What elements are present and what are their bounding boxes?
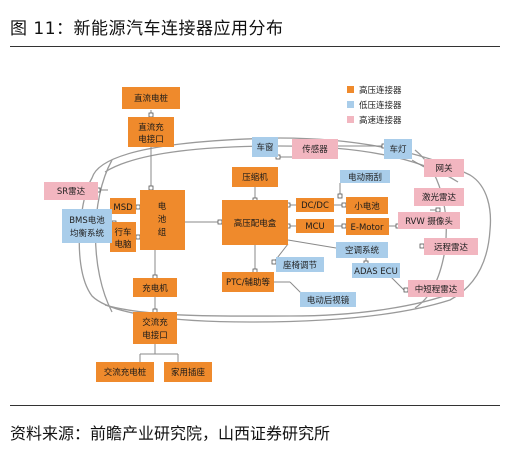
block-battery-label-3: 组 [158, 227, 167, 238]
source-note: 资料来源：前瞻产业研究院，山西证券研究所 [10, 424, 331, 443]
block-dcdc: DC/DC [296, 198, 334, 212]
block-emotor: E-Motor [346, 218, 389, 235]
block-sr-radar: SR雷达 [44, 182, 98, 200]
block-lidar: 激光雷达 [414, 188, 464, 206]
block-msd-label: MSD [113, 203, 133, 213]
block-bms-label-2: 均衡系统 [70, 228, 105, 239]
block-ac-pile: 交流充电桩 [96, 362, 154, 382]
block-far-radar-label: 远程雷达 [434, 242, 469, 253]
block-mid-radar: 中短程雷达 [408, 280, 464, 297]
block-home-socket: 家用插座 [164, 362, 212, 382]
block-gateway-label: 网关 [435, 163, 453, 174]
block-sr-radar-label: SR雷达 [57, 186, 86, 197]
block-ebrake-label: 电动雨刮 [348, 172, 382, 183]
block-drive-computer: 行车 电脑 [110, 222, 136, 252]
block-rvw-camera-label: RVW 摄像头 [405, 216, 453, 227]
block-hv-pdu: 高压配电盒 [222, 200, 288, 245]
block-ac-port-label-1: 交流充 [142, 317, 168, 328]
block-charger-label: 充电机 [142, 283, 168, 294]
connector-diagram: 高压连接器 低压连接器 高速连接器 直流电桩 直流充 电接口 MSD 行车 电脑… [44, 85, 492, 382]
block-seat: 座椅调节 [276, 257, 324, 272]
block-bms-label-1: BMS电池 [69, 215, 105, 226]
block-adas: ADAS ECU [352, 263, 400, 278]
block-ptc-label: PTC/辅助等 [226, 277, 271, 288]
block-rvw-camera: RVW 摄像头 [398, 212, 460, 229]
block-ptc: PTC/辅助等 [222, 272, 274, 292]
block-dc-pile: 直流电桩 [122, 87, 180, 109]
legend-label-low: 低压连接器 [359, 100, 402, 111]
block-battery-pack: 电 池 组 [140, 190, 185, 250]
block-lamp-label: 车灯 [389, 144, 407, 155]
block-mirror-label: 电动后视镜 [307, 295, 350, 306]
block-mcu-label: MCU [305, 222, 325, 232]
block-compressor: 压缩机 [232, 167, 278, 187]
block-dc-port-label-1: 直流充 [138, 122, 164, 133]
block-far-radar: 远程雷达 [424, 238, 478, 255]
block-drive-label-2: 电脑 [114, 239, 132, 250]
block-window: 车窗 [252, 137, 278, 157]
legend: 高压连接器 低压连接器 高速连接器 [347, 85, 402, 126]
block-dc-port: 直流充 电接口 [128, 117, 174, 147]
block-small-battery-label: 小电池 [354, 201, 380, 212]
legend-label-speed: 高速连接器 [359, 115, 402, 126]
block-hv-pdu-label: 高压配电盒 [234, 218, 277, 229]
block-mirror: 电动后视镜 [300, 292, 356, 307]
block-ac-pile-label: 交流充电桩 [104, 367, 147, 378]
block-battery-label-2: 池 [158, 214, 167, 225]
block-dcdc-label: DC/DC [301, 201, 329, 211]
block-ac-port-label-2: 电接口 [142, 330, 168, 341]
block-battery-label-1: 电 [158, 201, 167, 212]
block-ac-port: 交流充 电接口 [133, 312, 177, 344]
block-charger: 充电机 [133, 278, 177, 297]
legend-swatch-high [347, 86, 354, 93]
block-compressor-label: 压缩机 [242, 172, 268, 183]
block-small-battery: 小电池 [346, 197, 388, 214]
block-mid-radar-label: 中短程雷达 [415, 284, 458, 295]
footer-rule [10, 405, 500, 406]
block-msd: MSD [110, 198, 136, 214]
block-home-socket-label: 家用插座 [171, 367, 206, 378]
block-window-label: 车窗 [256, 142, 273, 153]
block-ebrake: 电动雨刮 [340, 170, 390, 183]
block-ac-system-label: 空调系统 [345, 245, 380, 256]
block-dc-port-label-2: 电接口 [138, 134, 164, 145]
block-mcu: MCU [296, 219, 334, 233]
block-sensor-label: 传感器 [302, 144, 328, 155]
block-adas-label: ADAS ECU [354, 267, 398, 277]
legend-swatch-speed [347, 116, 354, 123]
block-lamp: 车灯 [384, 139, 412, 159]
block-sensor: 传感器 [292, 139, 338, 159]
block-dc-pile-label: 直流电桩 [134, 93, 169, 104]
block-lidar-label: 激光雷达 [422, 192, 457, 203]
block-seat-label: 座椅调节 [283, 260, 318, 271]
block-ac-system: 空调系统 [336, 242, 388, 258]
figure-title: 图 11：新能源汽车连接器应用分布 [10, 19, 284, 39]
legend-label-high: 高压连接器 [359, 85, 402, 96]
block-gateway: 网关 [424, 159, 464, 177]
block-drive-label-1: 行车 [114, 227, 131, 238]
title-rule [10, 46, 500, 47]
block-emotor-label: E-Motor [351, 223, 385, 233]
legend-swatch-low [347, 101, 354, 108]
block-bms: BMS电池 均衡系统 [62, 209, 112, 243]
